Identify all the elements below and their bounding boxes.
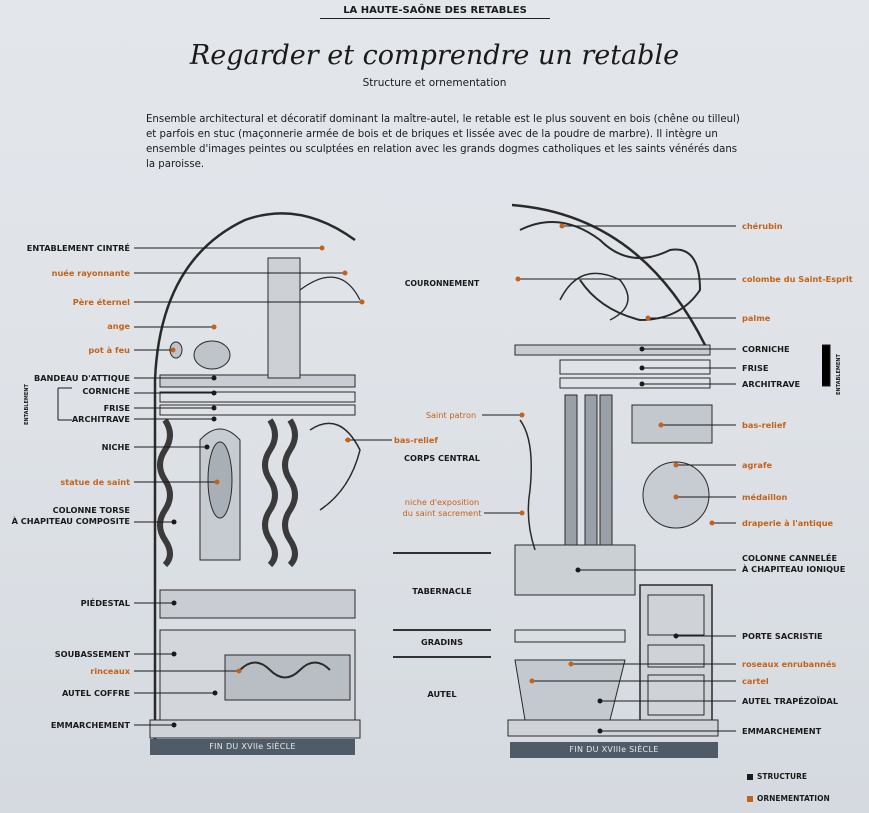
label-bandeau-attique: BANDEAU D'ATTIQUE: [33, 373, 130, 383]
label-pot-a-feu: pot à feu: [88, 345, 130, 355]
label-niche: NICHE: [101, 442, 130, 452]
label-architrave-right: ARCHITRAVE: [742, 379, 801, 389]
label-entablement-right-side: ENTABLEMENT: [836, 354, 842, 395]
label-frise-left: FRISE: [103, 403, 130, 413]
label-porte-sacristie: PORTE SACRISTIE: [742, 631, 823, 641]
label-frise-right: FRISE: [742, 363, 769, 373]
label-niche-exposition-1: niche d'exposition: [404, 497, 480, 507]
label-roseaux: roseaux enrubannés: [742, 659, 837, 669]
label-emmarchement-right: EMMARCHEMENT: [742, 726, 822, 736]
left-leader-lines: [57, 245, 365, 728]
center-dividers: [393, 552, 491, 658]
right-leader-lines: [515, 223, 831, 734]
label-colonne-torse: COLONNE TORSE: [52, 505, 130, 515]
label-corps-central: CORPS CENTRAL: [404, 453, 480, 463]
label-architrave-left: ARCHITRAVE: [71, 414, 130, 424]
page-title: Regarder et comprendre un retable: [189, 40, 680, 71]
label-colonne-cannelee: COLONNE CANNELÉE: [742, 553, 838, 563]
label-gradins: GRADINS: [421, 637, 463, 647]
caption-right: FIN DU XVIIIe SIÈCLE: [510, 742, 718, 758]
label-corniche-right: CORNICHE: [742, 344, 790, 354]
label-corniche-left: CORNICHE: [82, 386, 130, 396]
legend-structure-label: STRUCTURE: [757, 772, 807, 781]
right-retable-drawing: [507, 203, 719, 737]
label-colombe: colombe du Saint-Esprit: [742, 274, 853, 284]
label-cherubin: chérubin: [742, 221, 783, 231]
label-autel-center: AUTEL: [427, 689, 457, 699]
label-cartel: cartel: [742, 676, 769, 686]
label-niche-exposition-2: du saint sacrement: [402, 508, 482, 518]
label-entablement-left-side: ENTABLEMENT: [24, 384, 30, 425]
label-saint-patron: Saint patron: [425, 410, 477, 420]
label-piedestal: PIÉDESTAL: [80, 598, 130, 608]
label-couronnement: COURONNEMENT: [404, 279, 480, 288]
label-ange: ange: [107, 321, 130, 331]
series-title-rule: [320, 18, 550, 19]
label-chapiteau-composite: À CHAPITEAU COMPOSITE: [11, 516, 130, 526]
label-emmarchement-left: EMMARCHEMENT: [50, 720, 130, 730]
caption-left: FIN DU XVIIe SIÈCLE: [150, 739, 355, 755]
label-agrafe: agrafe: [742, 460, 773, 470]
label-medaillon: médaillon: [742, 492, 788, 502]
label-bas-relief-center: bas-relief: [394, 435, 438, 445]
legend-structure-swatch: [747, 774, 753, 780]
label-chapiteau-ionique: À CHAPITEAU IONIQUE: [742, 564, 846, 574]
label-tabernacle: TABERNACLE: [412, 586, 472, 596]
page-subtitle: Structure et ornementation: [362, 77, 507, 89]
label-soubassement: SOUBASSEMENT: [54, 649, 130, 659]
label-autel-coffre: AUTEL COFFRE: [61, 688, 130, 698]
label-entablement-cintre: ENTABLEMENT CINTRÉ: [26, 243, 130, 253]
label-statue-de-saint: statue de saint: [60, 477, 130, 487]
label-palme: palme: [742, 313, 771, 323]
label-autel-trapezoidal: AUTEL TRAPÉZOÏDAL: [742, 696, 839, 706]
intro-paragraph: Ensemble architectural et décoratif domi…: [146, 114, 740, 170]
left-retable-drawing: [149, 212, 361, 745]
label-nuee-rayonnante: nuée rayonnante: [51, 268, 130, 278]
center-leader-lines: [345, 412, 525, 516]
label-rinceaux: rinceaux: [90, 666, 130, 676]
label-pere-eternel: Père éternel: [72, 297, 130, 307]
label-draperie: draperie à l'antique: [742, 518, 834, 528]
legend-ornementation-swatch: [747, 796, 753, 802]
series-title: LA HAUTE-SAÔNE DES RETABLES: [343, 5, 527, 16]
label-bas-relief-right: bas-relief: [742, 420, 786, 430]
legend-ornementation-label: ORNEMENTATION: [757, 794, 830, 803]
